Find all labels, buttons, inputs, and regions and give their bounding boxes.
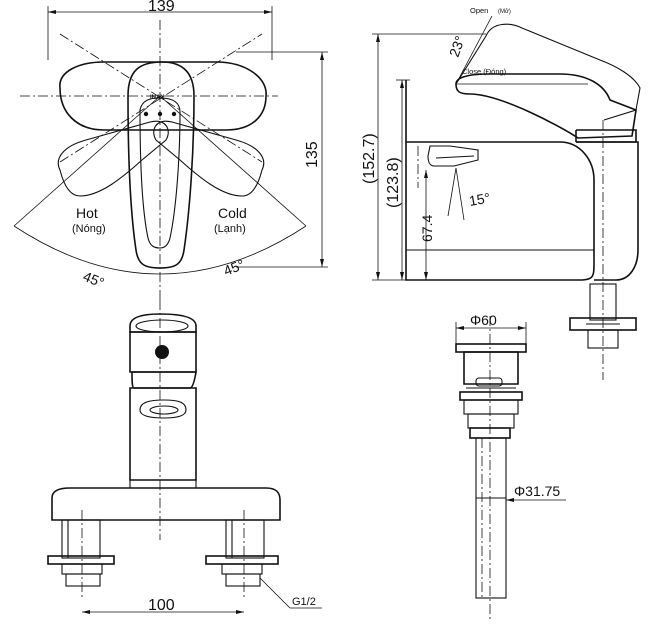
open-label: Open [470, 6, 488, 15]
dim-67-4: 67.4 [419, 215, 435, 242]
cold-label: Cold [218, 205, 247, 221]
front-view: 100 G1/2 [47, 300, 322, 614]
dim-123-8: (123.8) [385, 157, 402, 208]
dim-100: 100 [148, 597, 175, 614]
dim-135: 135 [304, 141, 321, 168]
dim-phi-60: Φ60 [470, 312, 497, 328]
angle-15: 15° [468, 190, 492, 209]
hot-sub-label: (Nóng) [72, 223, 106, 235]
close-label: Close (Đóng) [462, 67, 507, 76]
top-view: 139 135 INAX Hot (Nóng) Cold (Lạnh) [13, 0, 328, 300]
hot-label: Hot [76, 205, 98, 221]
open-sub-label: (Mở) [498, 8, 511, 15]
angle-right: 45° [221, 256, 247, 279]
angle-left: 45° [81, 268, 107, 291]
thread-label: G1/2 [292, 596, 316, 608]
drain-view: Φ60 Φ31.75 [455, 312, 566, 620]
dim-phi-31-75: Φ31.75 [514, 483, 560, 499]
angle-23: 23° [446, 34, 468, 59]
side-view: (152.7) (123.8) 67.4 15° 23° Open (Mở) C… [361, 6, 641, 380]
cold-sub-label: (Lạnh) [214, 223, 246, 235]
dim-139: 139 [148, 0, 175, 15]
dim-152-7: (152.7) [361, 133, 378, 184]
